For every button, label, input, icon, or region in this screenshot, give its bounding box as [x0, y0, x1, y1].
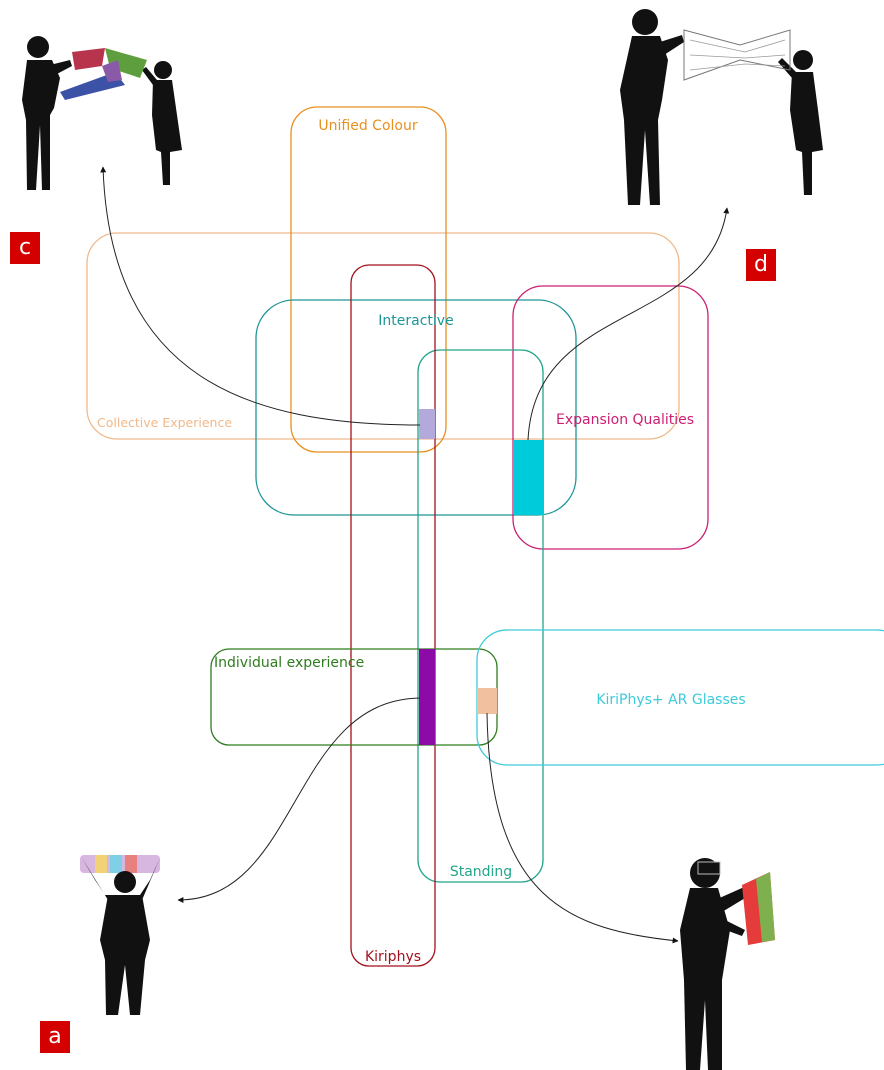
kiriphys-ar-glasses-label: KiriPhys+ AR Glasses — [596, 692, 745, 708]
kiriphys-label: Kiriphys — [365, 949, 421, 965]
two-people-holding-colored-sculpture-icon — [22, 36, 182, 190]
interactive-label: Interactive — [378, 313, 453, 329]
person-holding-colored-sculpture-icon — [80, 855, 160, 1015]
expansion-marker — [514, 440, 544, 515]
unified-colour-set — [290, 106, 447, 453]
two-people-holding-grey-sculpture-icon — [620, 9, 823, 205]
connector-to-figure-b — [486, 712, 679, 944]
interactive-set — [255, 299, 577, 516]
badge-c: c — [10, 232, 40, 264]
ar-glasses-marker — [477, 688, 497, 714]
standing-set — [417, 349, 544, 883]
connector-to-figure-a — [177, 697, 421, 903]
connector-to-figure-c — [100, 166, 421, 426]
standing-label: Standing — [450, 864, 512, 880]
collective-experience-label: Collective Experience — [97, 415, 232, 430]
individual-marker — [419, 649, 435, 745]
badge-a: a — [40, 1021, 70, 1053]
unified-colour-label: Unified Colour — [318, 118, 417, 134]
person-wearing-ar-headset-icon — [680, 858, 775, 1070]
connector-to-figure-d — [527, 207, 730, 441]
individual-experience-label: Individual experience — [214, 655, 364, 671]
kiriphys-set — [350, 264, 436, 967]
badge-d: d — [746, 249, 776, 281]
expansion-qualities-set — [512, 285, 709, 550]
expansion-qualities-label: Expansion Qualities — [556, 412, 694, 428]
collective-experience-set — [86, 232, 680, 440]
collective-unified-marker — [419, 409, 435, 439]
